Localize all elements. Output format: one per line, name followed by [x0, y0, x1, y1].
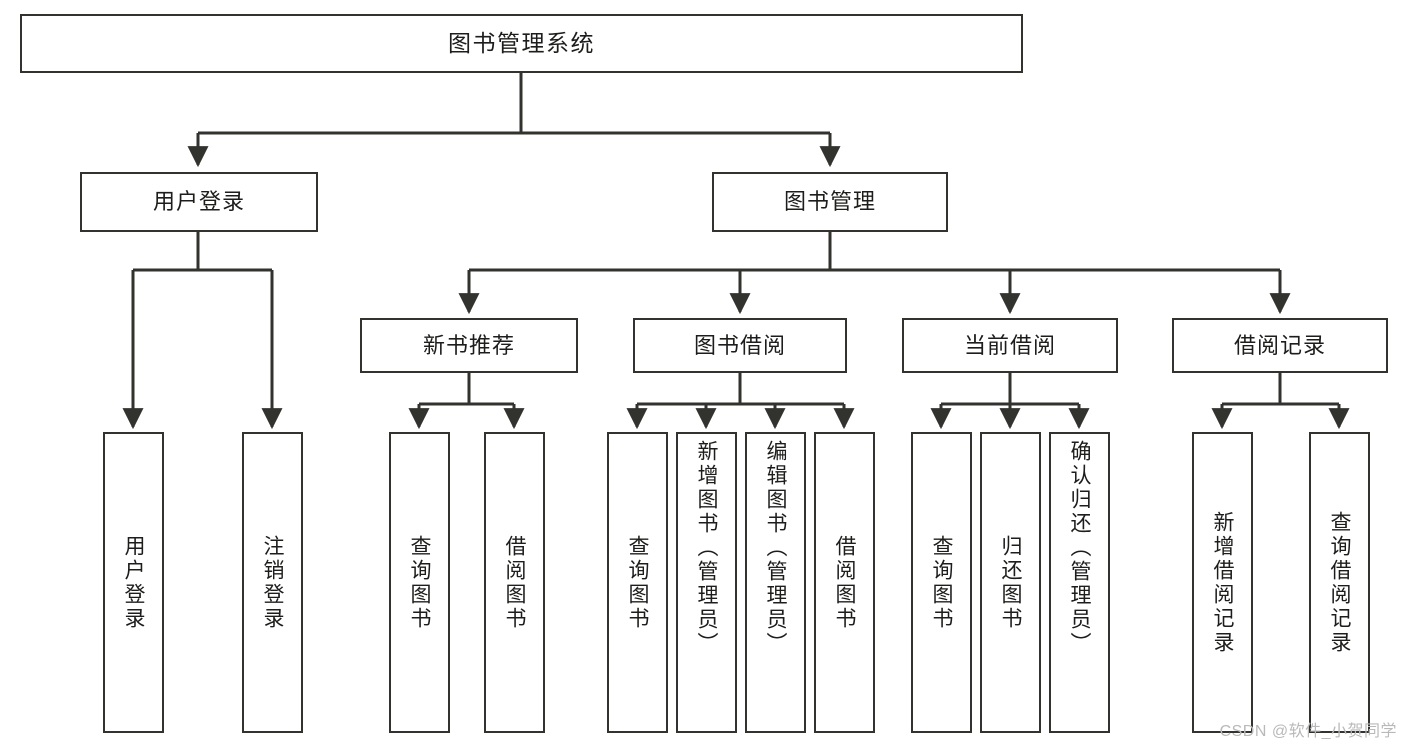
leaf-user-login-0[interactable]: 用户登录 — [103, 432, 164, 733]
leaf-user-login-0-label: 用户登录 — [122, 534, 145, 631]
leaf-current-borrow-1[interactable]: 归还图书 — [980, 432, 1041, 733]
leaf-current-borrow-0[interactable]: 查询图书 — [911, 432, 972, 733]
leaf-new-book-0[interactable]: 查询图书 — [389, 432, 450, 733]
leaf-new-book-1-label: 借阅图书 — [503, 534, 526, 631]
leaf-book-borrow-1[interactable]: 新增图书（管理员） — [676, 432, 737, 733]
node-root-label: 图书管理系统 — [448, 30, 595, 57]
leaf-user-login-1-label: 注销登录 — [261, 534, 284, 631]
node-user-login[interactable]: 用户登录 — [80, 172, 318, 232]
node-book-borrow[interactable]: 图书借阅 — [633, 318, 847, 373]
leaf-new-book-0-label: 查询图书 — [408, 534, 431, 631]
leaf-borrow-record-0-label: 新增借阅记录 — [1211, 510, 1234, 655]
node-book-manage[interactable]: 图书管理 — [712, 172, 948, 232]
leaf-current-borrow-1-label: 归还图书 — [999, 534, 1022, 631]
leaf-new-book-1[interactable]: 借阅图书 — [484, 432, 545, 733]
leaf-book-borrow-0-label: 查询图书 — [626, 534, 649, 631]
leaf-current-borrow-2[interactable]: 确认归还（管理员） — [1049, 432, 1110, 733]
leaf-book-borrow-3[interactable]: 借阅图书 — [814, 432, 875, 733]
leaf-borrow-record-1[interactable]: 查询借阅记录 — [1309, 432, 1370, 733]
leaf-current-borrow-2-label: 确认归还（管理员） — [1068, 440, 1091, 656]
leaf-book-borrow-2-label: 编辑图书（管理员） — [764, 440, 787, 656]
leaf-book-borrow-1-label: 新增图书（管理员） — [695, 440, 718, 656]
node-borrow-record-label: 借阅记录 — [1233, 332, 1326, 358]
node-user-login-label: 用户登录 — [152, 189, 245, 215]
node-borrow-record[interactable]: 借阅记录 — [1172, 318, 1388, 373]
node-root[interactable]: 图书管理系统 — [20, 14, 1023, 73]
node-book-borrow-label: 图书借阅 — [693, 332, 786, 358]
node-new-book-label: 新书推荐 — [422, 332, 515, 358]
node-book-manage-label: 图书管理 — [783, 189, 876, 215]
leaf-borrow-record-0[interactable]: 新增借阅记录 — [1192, 432, 1253, 733]
node-new-book[interactable]: 新书推荐 — [360, 318, 578, 373]
node-current-borrow[interactable]: 当前借阅 — [902, 318, 1118, 373]
node-current-borrow-label: 当前借阅 — [963, 332, 1056, 358]
leaf-book-borrow-3-label: 借阅图书 — [833, 534, 856, 631]
leaf-borrow-record-1-label: 查询借阅记录 — [1328, 510, 1351, 655]
leaf-book-borrow-2[interactable]: 编辑图书（管理员） — [745, 432, 806, 733]
leaf-book-borrow-0[interactable]: 查询图书 — [607, 432, 668, 733]
leaf-user-login-1[interactable]: 注销登录 — [242, 432, 303, 733]
leaf-current-borrow-0-label: 查询图书 — [930, 534, 953, 631]
